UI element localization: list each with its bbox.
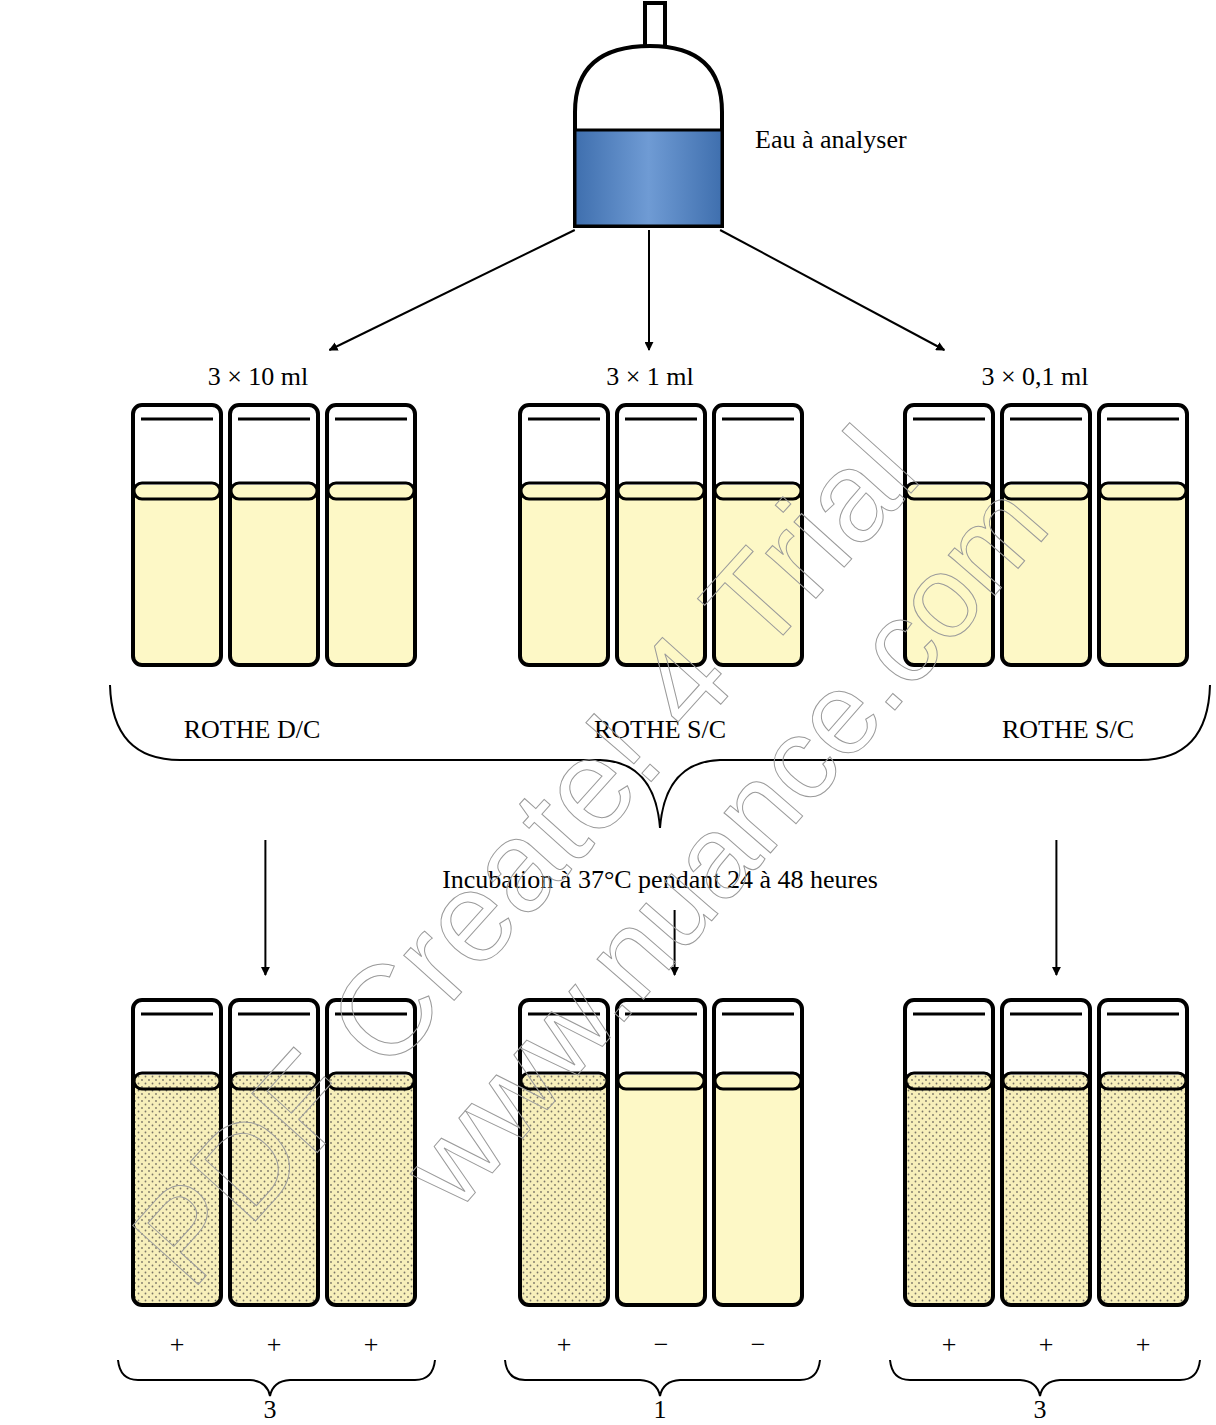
brace: [890, 1360, 1200, 1396]
medium-label: ROTHE S/C: [1002, 715, 1134, 745]
bottle-node: Eau à analyser: [570, 0, 728, 230]
test-tube: [905, 1000, 993, 1305]
result-sign: +: [1136, 1330, 1151, 1360]
bottle: [575, 3, 722, 226]
result-count: 3: [1034, 1395, 1047, 1425]
result-sign: −: [654, 1330, 669, 1360]
arrow: [264, 840, 266, 975]
test-tube: [230, 405, 318, 665]
result-sign: +: [942, 1330, 957, 1360]
test-tube: [1002, 1000, 1090, 1305]
arrow: [648, 230, 650, 350]
volume-label: 3 × 10 ml: [208, 362, 309, 392]
result-count: 1: [654, 1395, 667, 1425]
result-sign: +: [364, 1330, 379, 1360]
result-group: + + +3: [890, 975, 1210, 1425]
brace: [118, 1360, 435, 1396]
test-tube: [714, 1000, 802, 1305]
brace: [505, 1360, 820, 1396]
volume-label: 3 × 0,1 ml: [981, 362, 1088, 392]
medium-label: ROTHE D/C: [184, 715, 321, 745]
volume-label: 3 × 1 ml: [606, 362, 694, 392]
arrow: [1055, 840, 1057, 975]
test-tube: [1099, 1000, 1187, 1305]
test-tube: [327, 405, 415, 665]
result-sign: +: [267, 1330, 282, 1360]
test-tube: [1099, 405, 1187, 665]
sample-label: Eau à analyser: [755, 125, 907, 155]
test-tube: [520, 405, 608, 665]
result-count: 3: [264, 1395, 277, 1425]
test-tube: [133, 405, 221, 665]
result-sign: +: [557, 1330, 572, 1360]
arrow: [720, 230, 944, 350]
result-sign: +: [170, 1330, 185, 1360]
arrow: [329, 230, 574, 350]
result-sign: +: [1039, 1330, 1054, 1360]
tube-group: 3 × 10 ml ROTHE D/C: [115, 350, 435, 840]
result-sign: −: [751, 1330, 766, 1360]
result-braces: [118, 1360, 1200, 1396]
